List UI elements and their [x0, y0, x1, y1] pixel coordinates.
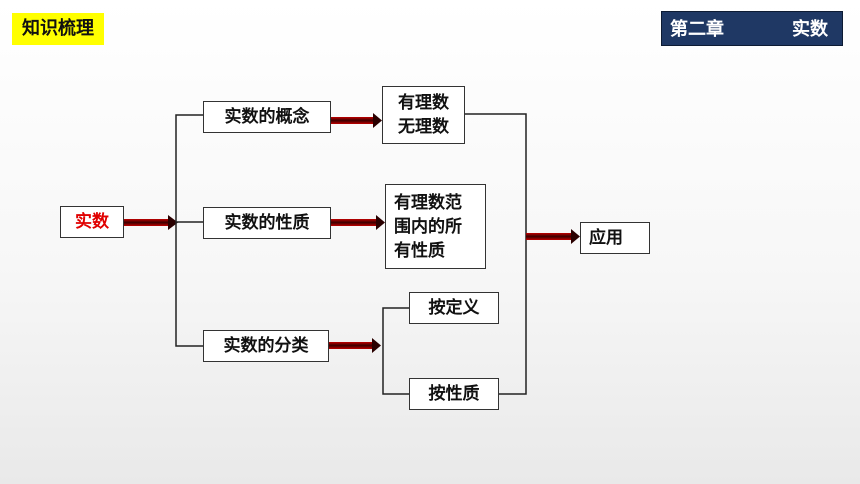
node-concept-result: 有理数 无理数 — [382, 86, 465, 144]
chapter-title: 实数 — [792, 19, 828, 40]
chapter-number: 第二章 — [670, 19, 724, 40]
arrow-application — [526, 229, 580, 244]
arrow-property — [331, 215, 385, 230]
chapter-banner: 第二章 实数 — [661, 11, 843, 46]
arrow-classify — [329, 338, 381, 353]
classify-bracket — [382, 307, 409, 395]
arrow-concept — [331, 113, 382, 128]
node-root: 实数 — [60, 206, 124, 238]
merge-bracket-right — [465, 113, 527, 395]
node-application: 应用 — [580, 222, 650, 254]
arrow-root-to-branches — [124, 215, 178, 230]
node-property: 实数的性质 — [203, 207, 331, 239]
node-concept: 实数的概念 — [203, 101, 331, 133]
branch-bracket-left — [175, 114, 203, 347]
section-label: 知识梳理 — [12, 13, 104, 45]
node-classify: 实数的分类 — [203, 330, 329, 362]
node-classify-definition: 按定义 — [409, 292, 499, 324]
node-classify-property: 按性质 — [409, 378, 499, 410]
node-property-result: 有理数范 围内的所 有性质 — [385, 184, 486, 269]
